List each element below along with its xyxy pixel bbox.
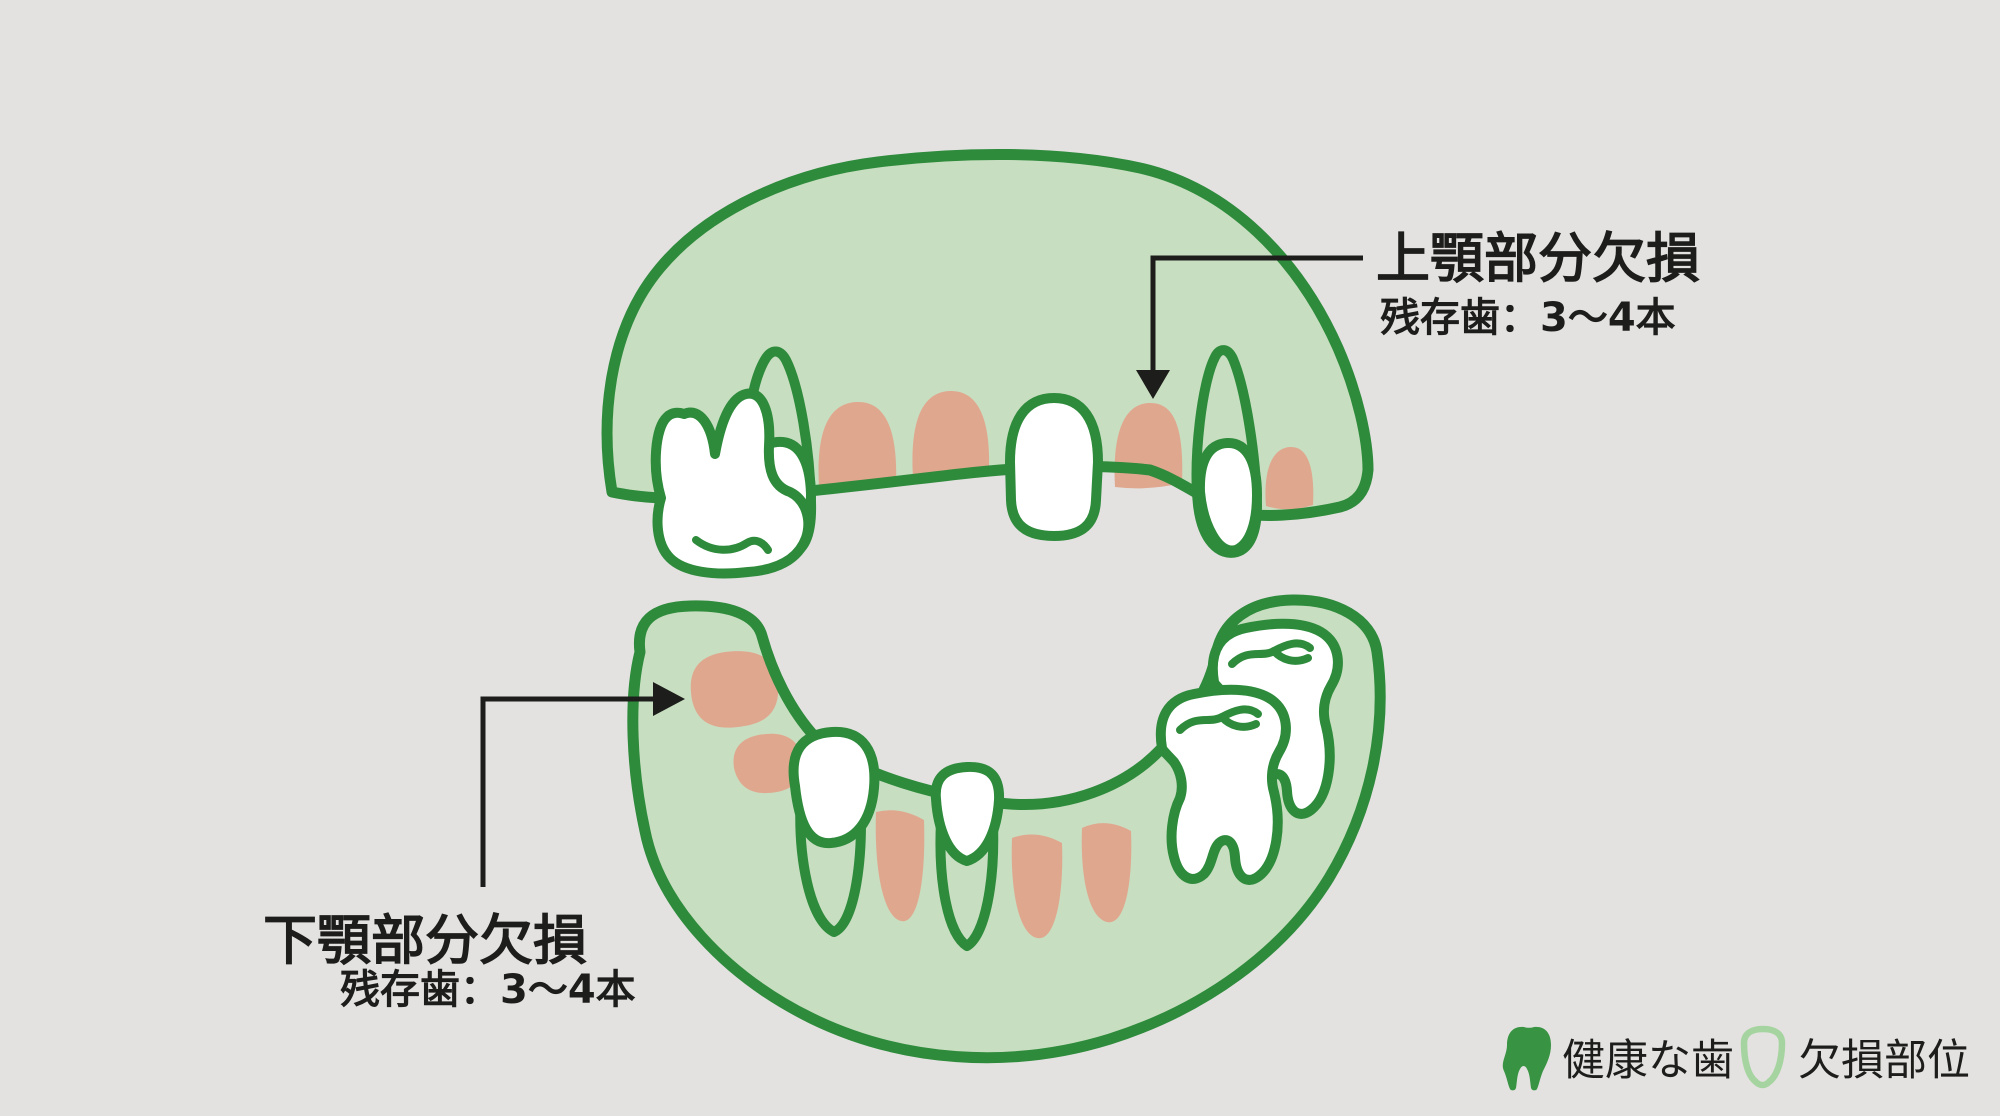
legend: 健康な歯 欠損部位 <box>1502 1025 1970 1091</box>
missing-tooth-spot <box>690 651 779 728</box>
molar-occlusal-line <box>692 536 772 554</box>
lower-jaw-title: 下顎部分欠損 <box>263 909 587 972</box>
healthy-tooth-canine-crown <box>1194 438 1262 556</box>
missing-tooth-spot <box>1081 823 1132 923</box>
missing-tooth-spot <box>875 810 925 922</box>
lower-jaw <box>627 594 1386 1064</box>
legend-healthy-label: 健康な歯 <box>1562 1036 1734 1086</box>
healthy-tooth-molar <box>650 388 814 579</box>
upper-jaw-title: 上顎部分欠損 <box>1376 227 1700 290</box>
healthy-tooth-incisor <box>1005 393 1103 541</box>
missing-tooth-spot <box>818 401 897 490</box>
healthy-tooth-premolar-crown <box>788 726 880 849</box>
missing-tooth-spot <box>1011 834 1063 939</box>
missing-tooth-spot <box>1265 446 1314 510</box>
healthy-tooth-icon <box>1502 1026 1551 1091</box>
missing-tooth-spot <box>733 733 803 794</box>
lower-label-arrow <box>480 682 685 887</box>
legend-missing-label: 欠損部位 <box>1798 1036 1970 1086</box>
upper-jaw-outline <box>601 148 1374 521</box>
upper-label-arrow <box>1136 255 1363 399</box>
healthy-tooth-incisor-crown <box>930 761 1005 866</box>
arrow-down-icon <box>1136 370 1170 399</box>
lower-jaw-outline <box>627 594 1386 1064</box>
arrow-right-icon <box>653 682 685 716</box>
missing-tooth-icon <box>1740 1025 1786 1089</box>
lower-jaw-subtitle: 残存歯：3〜4本 <box>340 967 636 1013</box>
missing-tooth-spot <box>912 390 990 477</box>
upper-jaw-subtitle: 残存歯：3〜4本 <box>1380 295 1676 341</box>
upper-jaw <box>601 148 1374 579</box>
